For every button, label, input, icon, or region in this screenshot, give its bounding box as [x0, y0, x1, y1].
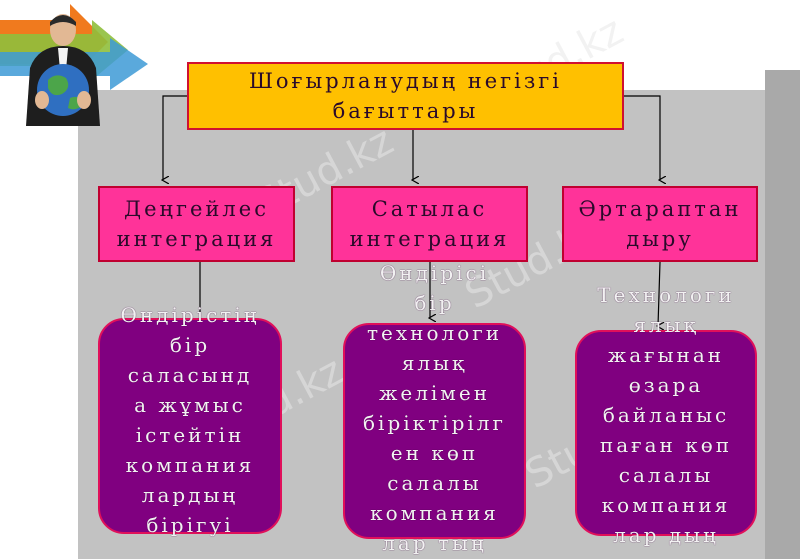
diagram-title: Шоғырланудың негізгі бағыттары: [248, 69, 563, 123]
description-text-horizontal: Өндірістің бір саласынд а жұмыс істейтін…: [120, 303, 260, 537]
diagram-title-box: Шоғырланудың негізгі бағыттары: [187, 62, 624, 130]
connector-left: [163, 95, 187, 180]
description-text-diversification: Технологи ялық жағынан өзара байланыс па…: [597, 283, 735, 547]
category-box-diversification: Әртараптан дыру: [562, 186, 758, 262]
background-side-panel: [765, 70, 800, 559]
description-text-vertical: Өндірісі бір технологи ялық желімен бірі…: [363, 261, 506, 555]
category-label: Әртараптан дыру: [578, 197, 742, 251]
description-box-horizontal: [98, 318, 282, 534]
category-label: Деңгейлес интеграция: [116, 197, 277, 251]
category-box-vertical: Сатылас интеграция: [331, 186, 528, 262]
description-box-vertical: [343, 323, 526, 539]
description-box-diversification: [575, 330, 757, 536]
category-label: Сатылас интеграция: [349, 197, 510, 251]
category-box-horizontal: Деңгейлес интеграция: [98, 186, 295, 262]
connector-right: [624, 95, 660, 180]
connector-right-lower: [658, 261, 660, 326]
businessman-with-globe-icon: [26, 14, 100, 126]
